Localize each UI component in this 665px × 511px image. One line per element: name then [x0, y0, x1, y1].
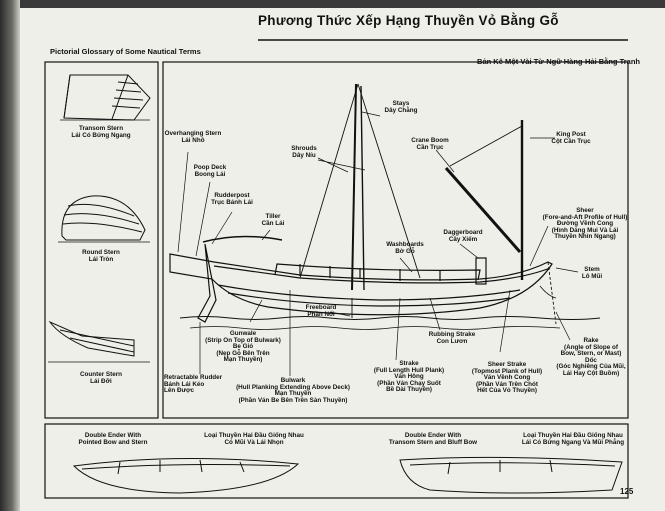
double-ender-transom-drawing [399, 456, 623, 494]
glossary-heading: Pictorial Glossary of Some Nautical Term… [50, 47, 201, 56]
label-sheer-strake: Sheer Strake(Topmost Plank of Hull)Ván V… [471, 361, 543, 395]
main-boat-drawing [169, 83, 601, 330]
book-gutter-shadow [0, 0, 20, 511]
book-page [20, 8, 665, 511]
page-title: Phương Thức Xếp Hạng Thuyền Vỏ Bằng Gỗ [258, 13, 559, 28]
main-diagram-frame [162, 61, 629, 419]
page-subtitle: Bản Kê Một Vài Từ-Ngữ Hàng-Hải Bằng Tran… [477, 57, 640, 66]
round-stern-drawing [58, 195, 150, 243]
label-gunwale: Gunwale(Strip On Top of Bulwark)Be Gió(N… [205, 330, 281, 364]
double-ender-pointed-drawing [72, 457, 300, 494]
bottom-frame [44, 423, 629, 499]
page-number: 125 [620, 487, 634, 496]
leader-lines [177, 111, 579, 376]
label-bulwark: Bulwark(Hull Planking Extending Above De… [236, 377, 350, 404]
sidebar-frame [44, 61, 159, 419]
transom-stern-drawing [60, 74, 151, 121]
label-sheer: Sheer(Fore-and-Aft Profile of Hull)Đường… [542, 207, 628, 241]
counter-stern-drawing [48, 320, 150, 363]
label-strake: Strake(Full Length Hull Plank)Ván Hông(P… [373, 360, 445, 394]
